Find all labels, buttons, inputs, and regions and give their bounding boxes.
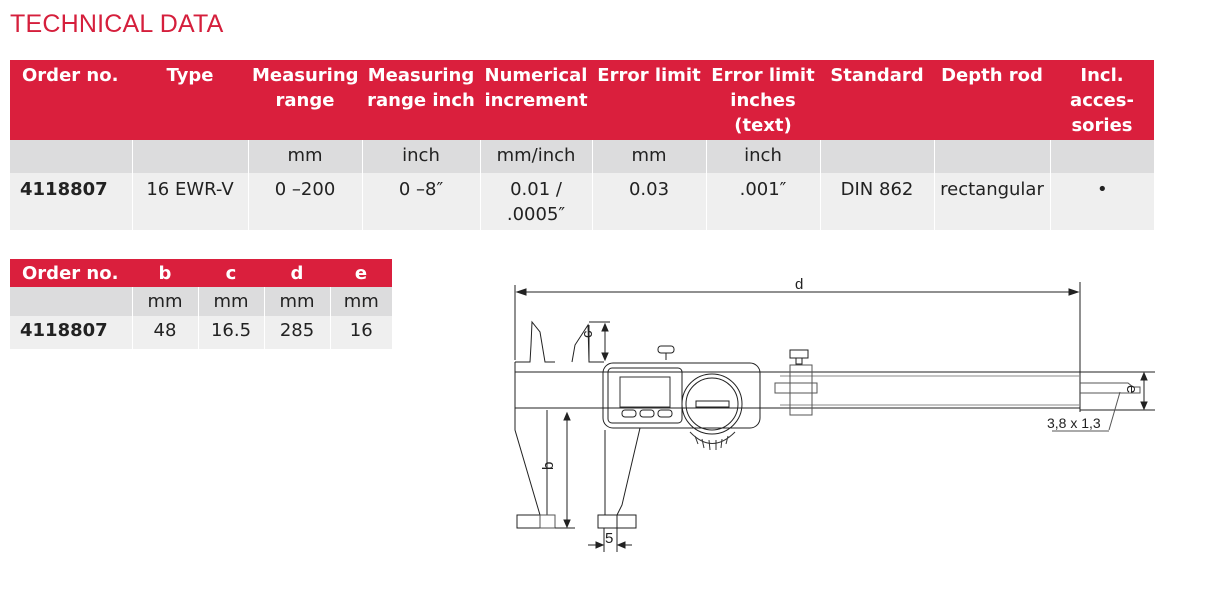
e-cell: 16 (329, 316, 392, 349)
incl-accessories-cell: • (1049, 173, 1154, 230)
type-cell: 16 EWR-V (131, 173, 248, 230)
depth-rod-clamp (774, 349, 818, 416)
header-standard: Standard (820, 60, 934, 140)
header-c: c (198, 259, 264, 287)
dimension-c: c (579, 321, 610, 362)
order-no-cell: 4118807 (10, 173, 132, 230)
header-order-no: Order no. (10, 60, 132, 140)
unit-cell: mm/inch (479, 140, 592, 173)
d-cell: 285 (263, 316, 330, 349)
table-row: 4118807 48 16.5 285 16 (10, 316, 392, 349)
header-type: Type (132, 60, 248, 140)
dimension-b: b (540, 411, 575, 529)
depth-rod-cell: rectangular (933, 173, 1050, 230)
unit-cell (10, 140, 132, 173)
header-incl-accessories: Incl. acces-sories (1050, 60, 1154, 140)
measuring-range-cell: 0 –200 (247, 173, 362, 230)
unit-cell: mm (329, 287, 392, 316)
dimension-e: e (1123, 371, 1148, 411)
unit-cell: mm (591, 140, 706, 173)
unit-cell: mm (247, 140, 362, 173)
header-b: b (132, 259, 198, 287)
caliper-diagram: d (490, 265, 1190, 565)
label-depth-rod-section: 3,8 x 1,3 (1047, 415, 1101, 431)
units-row: mm inch mm/inch mm inch (10, 140, 1154, 173)
unit-cell (819, 140, 934, 173)
header-depth-rod: Depth rod (934, 60, 1050, 140)
error-limit-inches-cell: .001″ (705, 173, 820, 230)
dimensions-table: Order no. b c d e mm mm mm mm 4118807 48… (10, 259, 392, 349)
unit-cell: mm (131, 287, 198, 316)
header-e: e (330, 259, 392, 287)
label-c: c (579, 330, 596, 338)
c-cell: 16.5 (197, 316, 264, 349)
table-header-row: Order no. b c d e (10, 259, 392, 287)
unit-cell (1049, 140, 1154, 173)
b-cell: 48 (131, 316, 198, 349)
unit-cell (131, 140, 248, 173)
label-d: d (795, 276, 803, 293)
unit-cell (933, 140, 1050, 173)
unit-cell: mm (263, 287, 330, 316)
numerical-increment-cell: 0.01 /.0005″ (479, 173, 592, 230)
error-limit-cell: 0.03 (591, 173, 706, 230)
table-row: 4118807 16 EWR-V 0 –200 0 –8″ 0.01 /.000… (10, 173, 1154, 230)
header-error-limit: Error limit (592, 60, 706, 140)
header-order-no: Order no. (10, 259, 132, 287)
units-row: mm mm mm mm (10, 287, 392, 316)
dimension-d: d (514, 276, 1081, 412)
depth-rod-section-callout: 3,8 x 1,3 (1047, 391, 1121, 432)
page-title: TECHNICAL DATA (10, 10, 224, 38)
order-no-cell: 4118807 (10, 316, 132, 349)
dimension-jaw-width: 5 (588, 528, 632, 552)
unit-cell: inch (705, 140, 820, 173)
label-jaw-width: 5 (605, 530, 613, 547)
sliding-jaw (571, 323, 761, 529)
unit-cell (10, 287, 132, 316)
standard-cell: DIN 862 (819, 173, 934, 230)
unit-cell: mm (197, 287, 264, 316)
header-d: d (264, 259, 330, 287)
caliper-beam (515, 371, 1155, 411)
fixed-jaw (514, 320, 556, 529)
label-b: b (540, 462, 557, 470)
label-e: e (1123, 385, 1140, 393)
unit-cell: inch (361, 140, 480, 173)
measuring-range-inch-cell: 0 –8″ (361, 173, 480, 230)
